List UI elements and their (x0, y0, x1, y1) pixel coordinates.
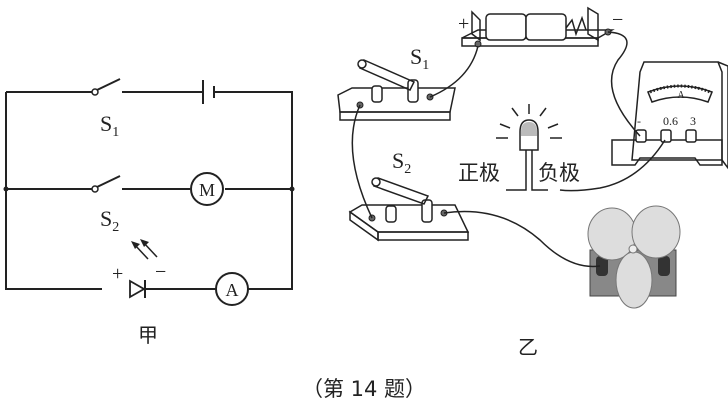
led-device (496, 104, 562, 191)
ammeter-dial-label: A (677, 90, 685, 101)
light-emission-arrows-icon (131, 239, 158, 260)
battery-holder (461, 6, 615, 48)
junction-left (3, 186, 9, 192)
battery-plus-sign: + (458, 13, 469, 35)
right-wire (215, 91, 293, 290)
led-negative-label: 负极 (538, 161, 580, 185)
knife-switch-s1[interactable] (337, 59, 456, 121)
battery-cell-1 (485, 13, 527, 41)
light-rays-icon (496, 104, 562, 139)
connection-wires (351, 31, 666, 268)
s2-label: S2 (100, 206, 119, 235)
schematic-label: 甲 (138, 323, 158, 347)
battery-cell-2 (525, 13, 567, 41)
physical-s2-label: S2 (392, 148, 411, 177)
physical-label: 乙 (518, 335, 538, 359)
terminal-3-label: 3 (690, 114, 696, 128)
led-minus-sign: − (155, 261, 166, 283)
fan-motor-device (587, 205, 681, 309)
left-wire (5, 92, 102, 290)
physical-diagram: + − S1 S2 (337, 6, 728, 359)
junction-right (289, 186, 295, 192)
switch-s1-symbol (91, 78, 121, 96)
fan-blade (615, 251, 653, 309)
terminal-minus-label: - (637, 114, 641, 128)
led-plus-sign: + (112, 263, 123, 285)
fan-blade (631, 205, 681, 259)
terminal-3[interactable] (685, 129, 697, 143)
s1-label: S1 (100, 111, 119, 140)
led-positive-label: 正极 (458, 161, 500, 185)
ammeter-symbol: A (215, 272, 249, 306)
motor-symbol: M (190, 172, 224, 206)
terminal-0-6-label: 0.6 (663, 114, 678, 128)
schematic-diagram: S1 S2 M + − (3, 78, 295, 347)
terminal-0-6[interactable] (660, 129, 672, 143)
led-symbol (129, 239, 216, 299)
fan-blade (587, 207, 637, 261)
figure-caption: （第 14 题） (302, 377, 426, 401)
motor-label: M (199, 180, 215, 200)
battery-symbol (202, 80, 215, 104)
physical-s1-label: S1 (410, 44, 429, 73)
ammeter-label: A (226, 280, 239, 300)
ammeter-device: A - 0.6 3 (611, 61, 728, 170)
terminal-minus[interactable] (635, 129, 647, 143)
switch-s2-symbol (91, 175, 121, 193)
battery-minus-sign: − (612, 9, 623, 31)
